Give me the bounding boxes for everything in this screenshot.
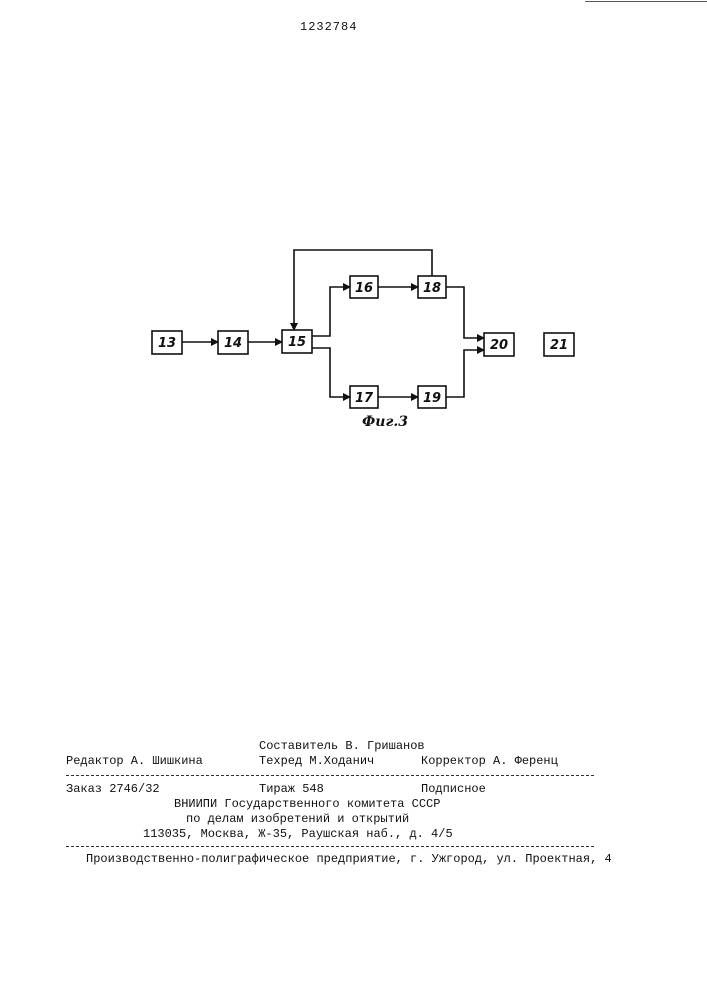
block-16-label: 16: [355, 281, 373, 296]
divider-2: [66, 846, 594, 847]
institute-line-1: ВНИИПИ Государственного комитета СССР: [174, 797, 440, 811]
block-17-label: 17: [355, 391, 374, 406]
subscription-line: Подписное: [421, 782, 486, 796]
block-20-label: 20: [490, 338, 508, 353]
block-14-label: 14: [224, 336, 242, 351]
address-line: 113035, Москва, Ж-35, Раушская наб., д. …: [143, 827, 453, 841]
divider-1: [66, 775, 594, 776]
circulation-line: Тираж 548: [259, 782, 324, 796]
block-18-label: 18: [423, 281, 441, 296]
institute-line-2: по делам изобретений и открытий: [186, 812, 409, 826]
block-13-label: 13: [158, 336, 176, 351]
block-15-label: 15: [288, 335, 306, 350]
techred-line: Техред М.Ходанич: [259, 754, 374, 768]
block-19-label: 19: [423, 391, 441, 406]
block-21-label: 21: [550, 338, 568, 353]
block-diagram: 13 14 15 16 17 18 19 20 21: [0, 0, 707, 460]
compiler-line: Составитель В. Гришанов: [259, 739, 425, 753]
order-line: Заказ 2746/32: [66, 782, 160, 796]
editor-line: Редактор А. Шишкина: [66, 754, 203, 768]
printer-line: Производственно-полиграфическое предприя…: [86, 852, 612, 866]
corrector-line: Корректор А. Ференц: [421, 754, 558, 768]
figure-caption: Фиг.3: [362, 414, 408, 430]
